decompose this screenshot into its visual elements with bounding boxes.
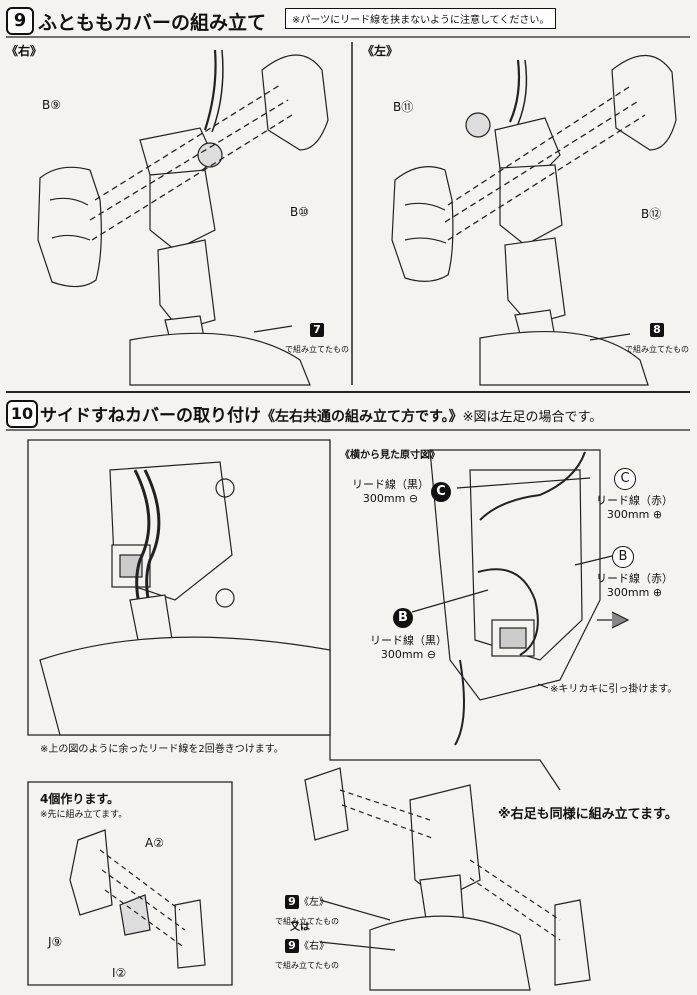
ref-left-made-text: で組み立てたもの bbox=[275, 917, 339, 926]
tag-b-outline: B bbox=[612, 546, 634, 568]
step9-caution: ※パーツにリード線を挟まないように注意してください。 bbox=[285, 8, 557, 29]
lead-c-red-label: リード線（赤） bbox=[596, 494, 673, 507]
ref-right-side: 《右》 bbox=[299, 941, 329, 952]
lead-c-red-length: 300mm ⊕ bbox=[606, 508, 663, 521]
step9-number: 9 bbox=[6, 7, 34, 35]
lead-b-black-length: 300mm ⊖ bbox=[380, 648, 437, 661]
step9-ref-right: 7 で組み立てたもの bbox=[285, 318, 349, 356]
part-b11-label: B⑪ bbox=[393, 100, 414, 114]
lead-b-red-length: 300mm ⊕ bbox=[606, 586, 663, 599]
part-j9-label: J⑨ bbox=[48, 935, 63, 949]
step9-ref-left: 8 で組み立てたもの bbox=[625, 318, 689, 356]
step9-right-label: 《右》 bbox=[6, 44, 43, 58]
tag-b-filled: B bbox=[393, 608, 413, 628]
ref-step9-right: 9《右》 で組み立てたもの bbox=[275, 934, 339, 972]
tag-c-filled: C bbox=[431, 482, 451, 502]
side-view-label: 《横から見た原寸図》 bbox=[340, 450, 440, 461]
step10-title: サイドすねカバーの取り付け bbox=[40, 406, 261, 426]
lead-b-black-label: リード線（黒） bbox=[370, 634, 447, 647]
lead-c-black: リード線（黒） 300mm ⊖ bbox=[352, 476, 429, 505]
lead-b-black: リード線（黒） 300mm ⊖ bbox=[370, 632, 447, 661]
step10-title-suffix: 《左右共通の組み立て方です。》 bbox=[261, 409, 463, 425]
part-b10-label: B⑩ bbox=[290, 205, 309, 219]
step10-title-line: サイドすねカバーの取り付け《左右共通の組み立て方です。》※図は左足の場合です。 bbox=[40, 401, 602, 426]
part-i2-label: I② bbox=[112, 966, 127, 980]
lead-b-red: リード線（赤） 300mm ⊕ bbox=[596, 570, 673, 599]
make-first-note: ※先に組み立てます。 bbox=[40, 810, 128, 820]
ref-right-made-text: で組み立てたもの bbox=[275, 961, 339, 970]
make-four-label: 4個作ります。 bbox=[40, 792, 120, 806]
lead-c-black-label: リード線（黒） bbox=[352, 478, 429, 491]
right-same-note: ※右足も同様に組み立てます。 bbox=[498, 807, 678, 822]
lead-b-red-label: リード線（赤） bbox=[596, 572, 673, 585]
ref-left-text: で組み立てたもの bbox=[625, 345, 689, 354]
step9-left-label: 《左》 bbox=[362, 44, 399, 58]
wrap-note: ※上の図のように余ったリード線を2回巻きつけます。 bbox=[40, 744, 284, 755]
ref-step-7-badge: 7 bbox=[310, 323, 324, 337]
part-b9-label: B⑨ bbox=[42, 98, 61, 112]
step9-title: ふとももカバーの組み立て bbox=[38, 12, 267, 34]
step10-title-note: ※図は左足の場合です。 bbox=[462, 410, 603, 425]
step10-number: 10 bbox=[6, 400, 38, 428]
ref-step-9-badge-left: 9 bbox=[285, 895, 299, 909]
ref-right-text: で組み立てたもの bbox=[285, 345, 349, 354]
ref-step-8-badge: 8 bbox=[650, 323, 664, 337]
lead-c-red: リード線（赤） 300mm ⊕ bbox=[596, 492, 673, 521]
ref-step-9-badge-right: 9 bbox=[285, 939, 299, 953]
ref-step9-left: 9《左》 で組み立てたもの bbox=[275, 890, 339, 928]
hook-note: ※キリカキに引っ掛けます。 bbox=[550, 684, 678, 695]
or-text: 又は bbox=[290, 922, 310, 933]
part-b12-label: B⑫ bbox=[641, 207, 662, 221]
ref-left-side: 《左》 bbox=[299, 897, 329, 908]
part-a2-label: A② bbox=[145, 836, 164, 850]
lead-c-black-length: 300mm ⊖ bbox=[362, 492, 419, 505]
tag-c-outline: C bbox=[614, 468, 636, 490]
